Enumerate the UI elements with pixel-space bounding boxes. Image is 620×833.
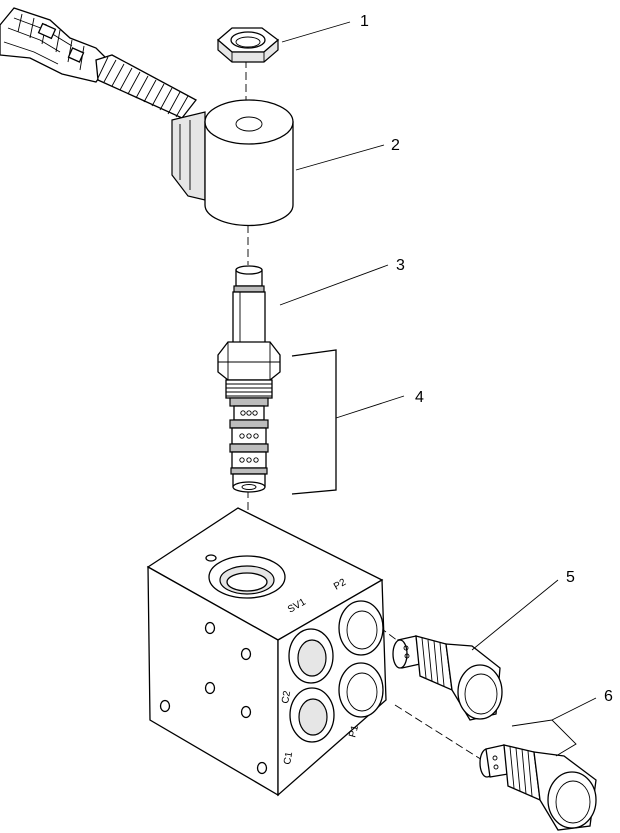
hex-nut — [217, 27, 280, 63]
cartridge-valve-body — [217, 341, 281, 493]
callout-1: 1 — [360, 13, 369, 30]
axis-to-part-6 — [394, 704, 491, 766]
bracket-part-4 — [291, 349, 337, 495]
port-label-c1: C1 — [282, 751, 295, 766]
callout-3: 3 — [396, 257, 405, 274]
leader-5 — [471, 579, 559, 651]
valve-stem-tube — [232, 265, 266, 345]
connector-plug — [0, 7, 111, 83]
port-label-p2: P2 — [332, 577, 348, 593]
coil-cable-strain-relief — [95, 54, 197, 119]
port-label-p1: P1 — [347, 724, 361, 739]
leader-6 — [511, 697, 597, 757]
manifold-block — [146, 507, 387, 797]
callout-6: 6 — [604, 688, 613, 705]
relief-cartridge-6 — [479, 744, 597, 831]
leader-3 — [279, 264, 389, 306]
callout-4: 4 — [415, 389, 424, 406]
solenoid-coil — [171, 99, 294, 227]
relief-cartridge-5 — [392, 635, 503, 721]
port-label-c2: C2 — [280, 690, 293, 705]
leader-2 — [295, 144, 385, 171]
leader-4 — [335, 395, 405, 419]
callout-5: 5 — [566, 569, 575, 586]
callout-2: 2 — [391, 137, 400, 154]
leader-1 — [281, 21, 351, 43]
